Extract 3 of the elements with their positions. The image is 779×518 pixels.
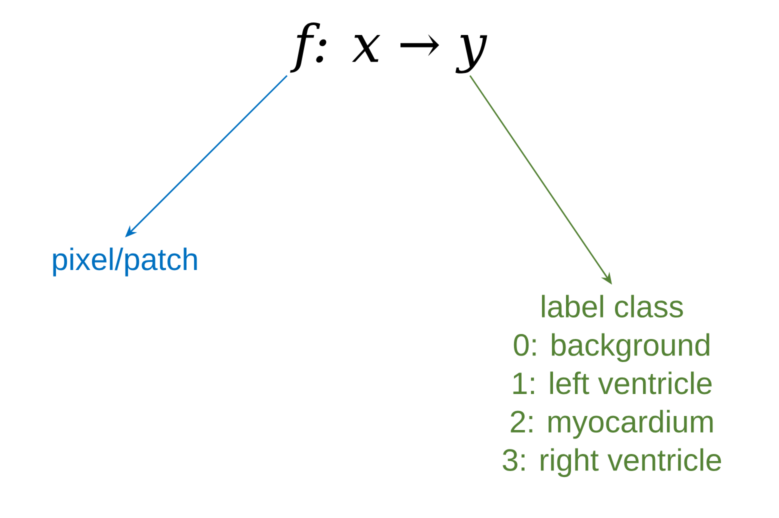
class-list: label class 0: background 1: left ventricle 2: myocardium 3: right ventricle bbox=[502, 294, 722, 478]
node-label: pixel/patch bbox=[53, 248, 197, 276]
formula: f: x → y bbox=[290, 22, 488, 74]
